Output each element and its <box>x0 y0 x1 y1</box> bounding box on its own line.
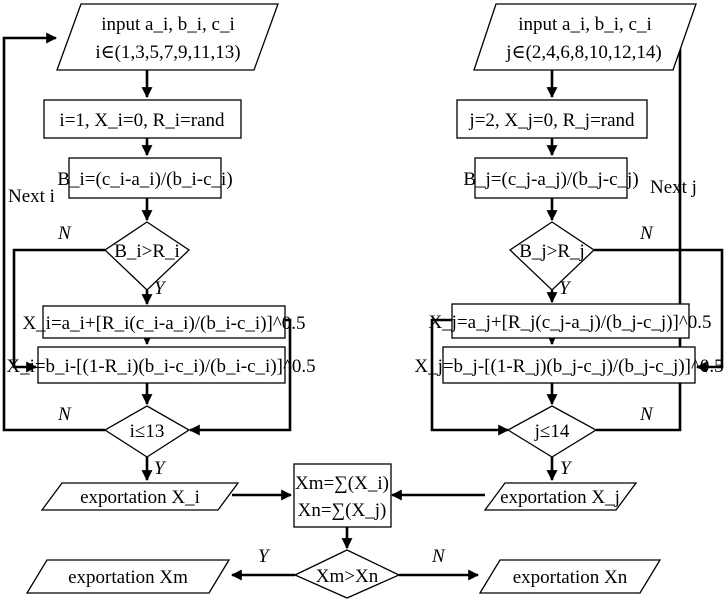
right-decision-text: B_j>R_j <box>519 241 585 262</box>
right-next-label: Next j <box>650 177 697 198</box>
right-init-box <box>456 99 648 139</box>
left-init-box <box>43 99 242 139</box>
merge-sum-box <box>293 463 392 528</box>
left-loop-diamond <box>103 405 191 458</box>
final-output-left <box>25 559 231 594</box>
left-yes-label: Y <box>154 278 167 299</box>
right-loop-no-label: N <box>639 404 654 425</box>
right-yes-label: Y <box>559 278 572 299</box>
right-no-formula-box <box>442 346 696 384</box>
final-yes-label: Y <box>258 546 271 567</box>
right-output-text: exportation X_j <box>500 487 620 508</box>
merge-line1: Xm=∑(X_i) <box>295 473 389 494</box>
right-b-formula-box <box>474 157 628 199</box>
left-no-label: N <box>57 223 72 244</box>
final-output-right-text: exportation Xn <box>513 567 628 588</box>
yes-branch-line <box>430 318 510 436</box>
right-init-text: j=2, X_j=0, R_j=rand <box>468 110 635 131</box>
left-input-line1: input a_i, b_i, c_i <box>101 14 235 35</box>
left-yes-formula-box <box>42 305 286 339</box>
left-no-formula-text: X_i=b_i-[(1-R_i)(b_i-c_i)/(b_i-c_i)]^0.5 <box>6 356 315 377</box>
final-no-label: N <box>431 546 446 567</box>
left-input-parallelogram <box>56 3 279 71</box>
left-yes-formula-text: X_i=a_i+[R_i(c_i-a_i)/(b_i-c_i)]^0.5 <box>22 313 305 334</box>
right-loop-text: j≤14 <box>534 421 570 442</box>
final-output-left-text: exportation Xm <box>68 567 188 588</box>
right-input-line1: input a_i, b_i, c_i <box>518 14 652 35</box>
right-loop-yes-label: Y <box>560 458 573 479</box>
left-loop-yes-label: Y <box>154 458 167 479</box>
right-no-formula-text: X_j=b_j-[(1-R_j)(b_j-c_j)/(b_j-c_j)]^0.5 <box>414 356 723 377</box>
yes-branch-line <box>188 318 292 436</box>
right-input-parallelogram <box>473 3 697 71</box>
left-no-formula-box <box>37 346 286 384</box>
left-loop-no-label: N <box>57 404 72 425</box>
merge-line2: Xn=∑(X_j) <box>298 500 387 521</box>
left-b-formula-text: B_i=(c_i-a_i)/(b_i-c_i) <box>57 169 232 190</box>
left-init-text: i=1, X_i=0, R_i=rand <box>59 110 225 131</box>
left-loop-text: i≤13 <box>130 421 165 442</box>
no-branch-line <box>12 248 105 373</box>
left-output-text: exportation X_i <box>80 487 200 508</box>
final-decision-text: Xm>Xn <box>316 566 379 587</box>
right-b-formula-text: B_j=(c_j-a_j)/(b_j-c_j) <box>463 169 638 190</box>
left-output-parallelogram <box>40 482 240 511</box>
final-decision-diamond <box>293 549 401 599</box>
left-decision-diamond <box>103 221 191 291</box>
right-input-line2: j∈(2,4,6,8,10,12,14) <box>505 42 662 63</box>
left-next-label: Next i <box>8 186 55 207</box>
left-input-line2: i∈(1,3,5,7,9,11,13) <box>95 42 240 63</box>
right-no-label: N <box>639 223 654 244</box>
right-loop-diamond <box>506 405 598 458</box>
left-b-formula-box <box>68 157 222 199</box>
no-branch-line <box>594 248 724 373</box>
right-decision-diamond <box>508 221 596 291</box>
left-decision-text: B_i>R_i <box>114 241 180 262</box>
right-output-parallelogram <box>483 482 638 511</box>
right-yes-formula-box <box>451 303 690 339</box>
loop-back-line <box>2 32 105 432</box>
final-output-right <box>478 559 662 594</box>
right-yes-formula-text: X_j=a_j+[R_j(c_j-a_j)/(b_j-c_j)]^0.5 <box>428 312 711 333</box>
